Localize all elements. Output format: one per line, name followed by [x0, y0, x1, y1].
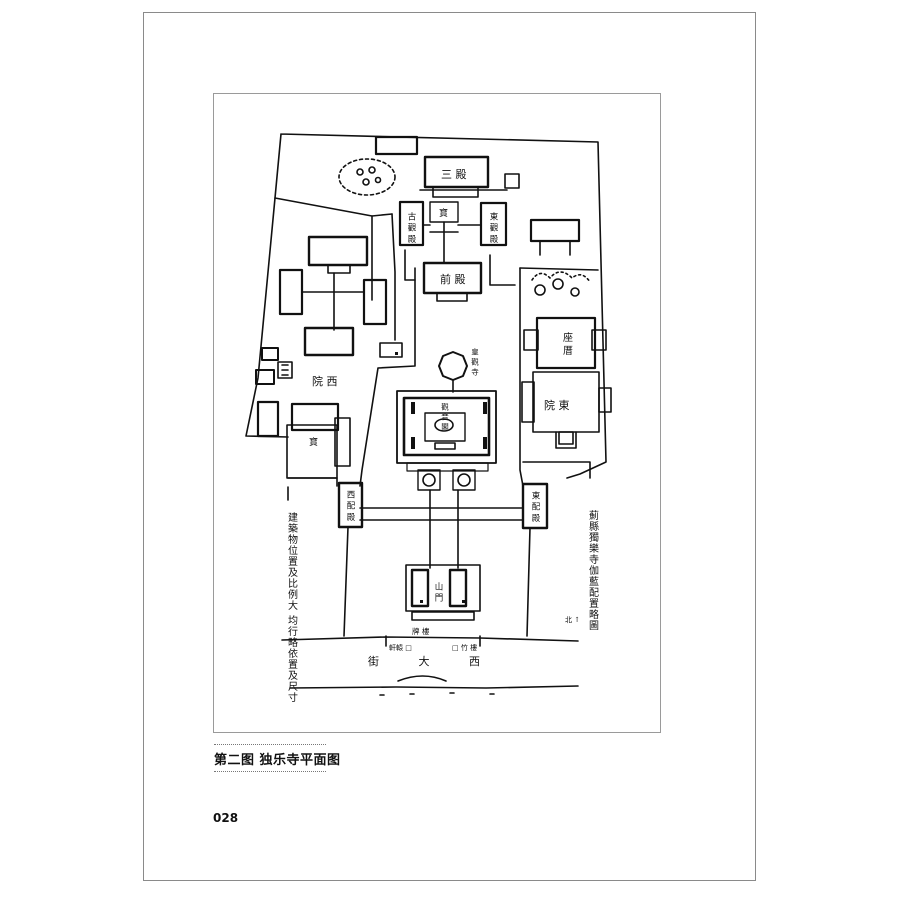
label-south-1: 牌 樓 [412, 626, 430, 636]
caption-rule-top [214, 744, 326, 745]
label-west-note: 建築物位置及比例大 均行略依置及尺寸 [286, 511, 298, 703]
figure-caption: 第二图 独乐寺平面图 [214, 753, 341, 768]
tree-cluster [338, 158, 396, 196]
east-side-hall [521, 482, 549, 530]
label-pavilion: 皇 觀 寺 [470, 347, 479, 376]
east-court-hall [535, 316, 597, 370]
label-east-side-hall: 東 配 殿 [530, 490, 540, 522]
label-west-court-hall: 寶 [309, 436, 318, 448]
label-east-court: 院 東 [544, 398, 570, 412]
label-west-court: 院 西 [312, 374, 338, 388]
label-main-gate: 山 門 [433, 581, 443, 602]
label-front-hall: 前 殿 [440, 272, 466, 286]
west-court-north-hall [307, 235, 369, 267]
page-number: 028 [213, 811, 239, 825]
label-south-3: □ 竹 樓 [452, 643, 477, 652]
west-court-hall [290, 402, 340, 432]
label-west-side-hall: 西 配 殿 [345, 490, 355, 522]
label-west-upper-hall: 古 觀 殿 [406, 211, 416, 243]
label-guanyin-tower: 觀 音 閣 [440, 402, 449, 432]
label-east-court-hall: 座 厝 [561, 331, 573, 356]
pavilion [438, 351, 468, 381]
label-center-small-hall: 寶 [439, 207, 448, 219]
label-street: 街 大 西 [368, 654, 498, 668]
label-south-2: 軒轅 □ [389, 643, 412, 652]
east-upper-hall [479, 201, 508, 247]
west-side-hall [337, 481, 364, 529]
west-upper-hall [398, 200, 425, 247]
label-east-note: 薊縣獨樂寺伽藍配置略圖 [587, 509, 599, 631]
main-gate [405, 564, 481, 612]
label-top-hall: 三 殿 [441, 168, 467, 181]
label-east-upper-hall: 東 觀 殿 [488, 211, 498, 243]
caption-rule-bottom [214, 771, 326, 772]
label-north-mark: 北 ↑ [565, 616, 580, 624]
